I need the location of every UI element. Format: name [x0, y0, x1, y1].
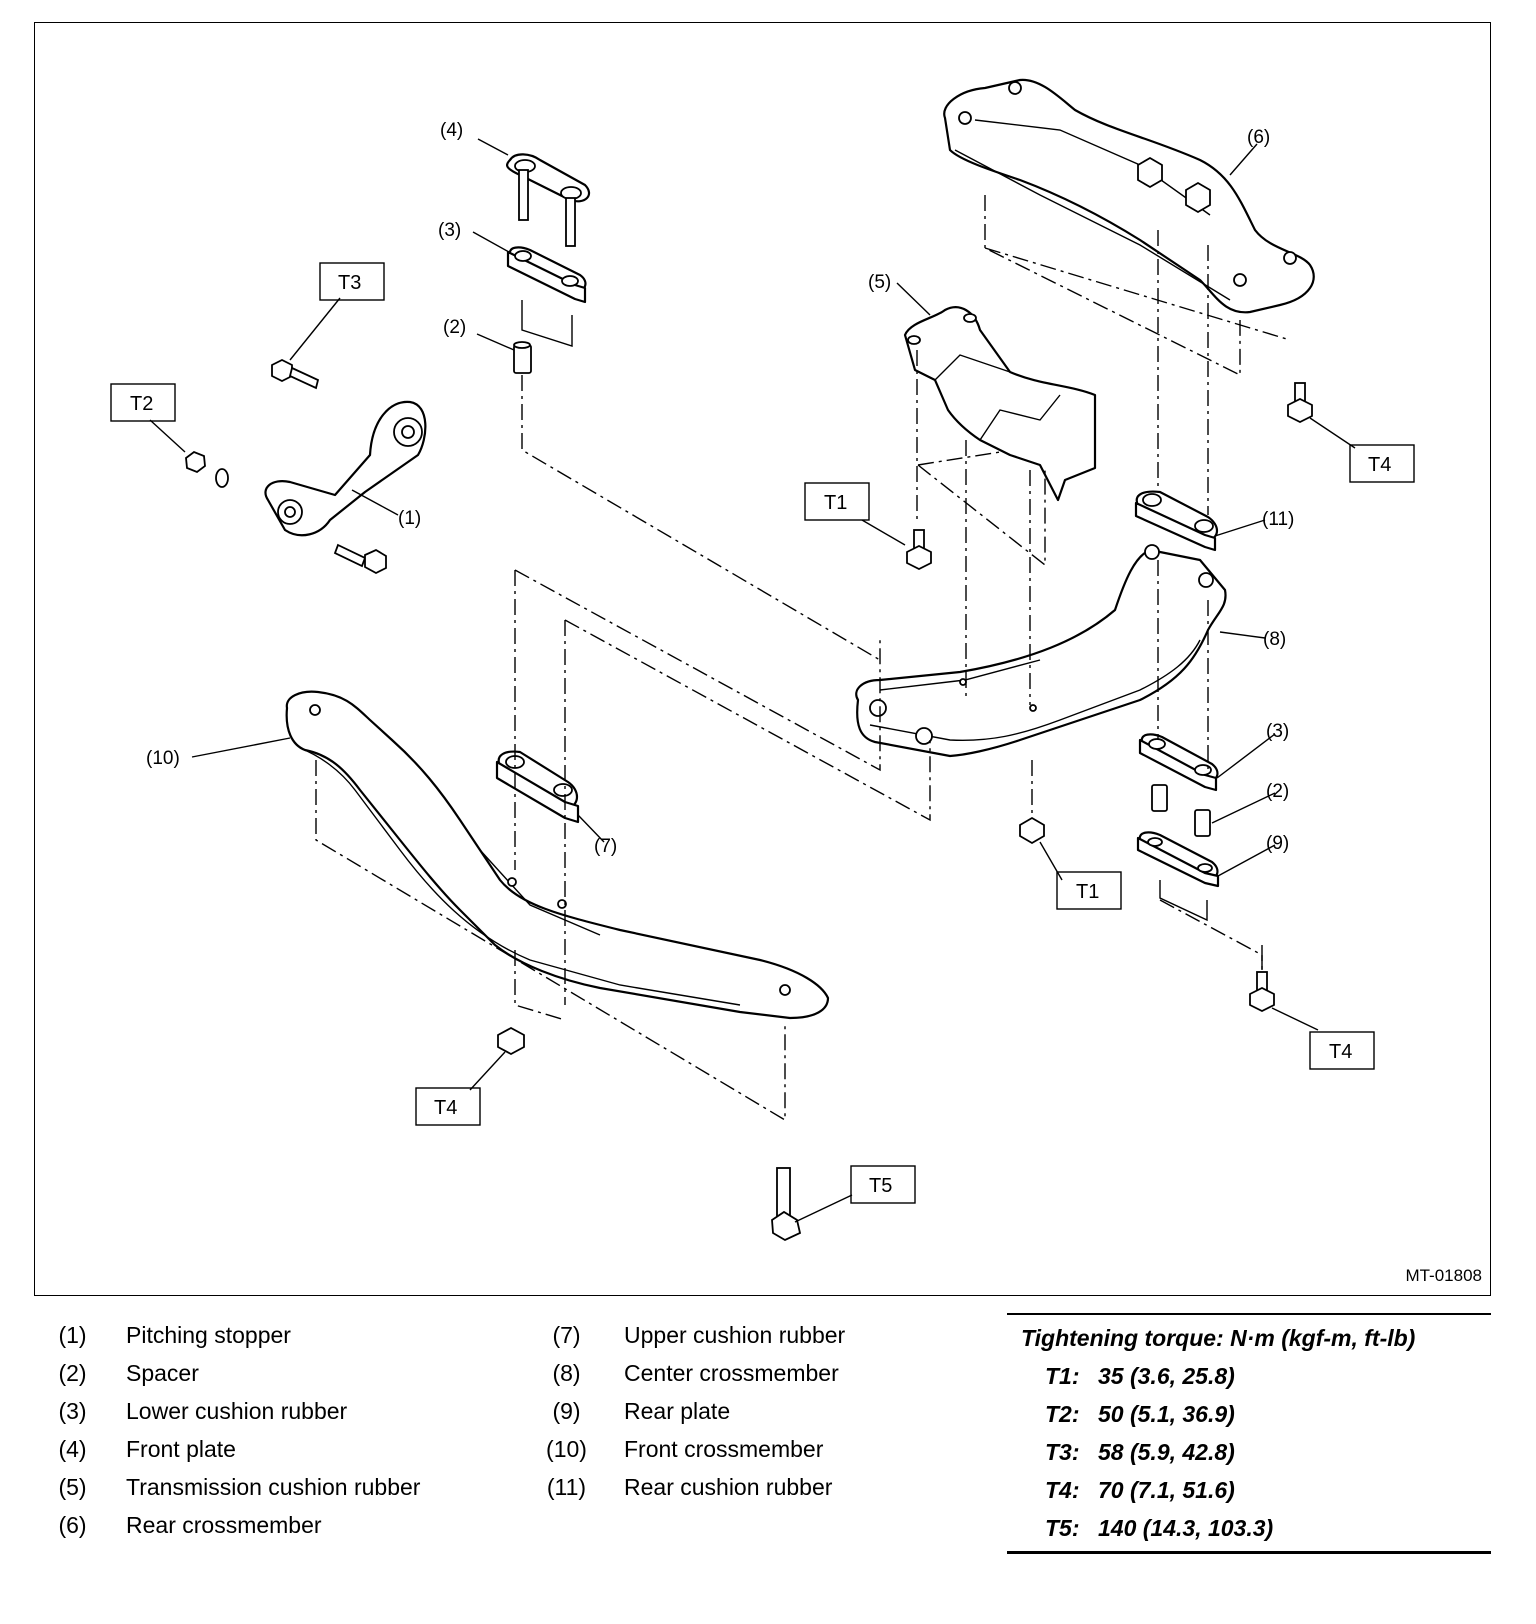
front-plate: [505, 153, 591, 247]
torque-row: T5: 140 (14.3, 103.3): [1021, 1509, 1491, 1547]
callout-11: (11): [1262, 509, 1294, 530]
torque-key: T1:: [1045, 1363, 1080, 1389]
legend-name: Spacer: [126, 1360, 199, 1386]
legend-name: Front plate: [126, 1436, 236, 1462]
torque-tag-t3: T3: [338, 272, 361, 294]
legend-item: (1) Pitching stopper: [45, 1316, 420, 1354]
legend-item: (7) Upper cushion rubber: [533, 1316, 845, 1354]
legend-num: (10): [546, 1436, 587, 1462]
legend-item: (4) Front plate: [45, 1430, 420, 1468]
torque-value: 140 (14.3, 103.3): [1098, 1515, 1274, 1541]
callout-labels: (4) (3) (2) (5) (6) (1) (10) (7) (11) (8…: [146, 120, 1294, 857]
callout-3-upper: (3): [438, 220, 461, 241]
torque-tag-t2: T2: [130, 393, 153, 415]
legend-item: (11) Rear cushion rubber: [533, 1468, 845, 1506]
rear-cushion-rubber: [1134, 490, 1219, 552]
legend-name: Rear cushion rubber: [624, 1474, 833, 1500]
torque-value: 58 (5.9, 42.8): [1098, 1439, 1235, 1465]
legend-num: (8): [552, 1360, 581, 1386]
legend-name: Upper cushion rubber: [624, 1322, 846, 1348]
figure-id: MT-01808: [1405, 1266, 1482, 1285]
callout-10: (10): [146, 748, 180, 769]
torque-key: T3:: [1045, 1439, 1080, 1465]
torque-tag-t4-right: T4: [1329, 1041, 1352, 1063]
torque-key: T2:: [1045, 1401, 1080, 1427]
callout-2-upper: (2): [443, 317, 466, 338]
callout-6: (6): [1247, 127, 1270, 148]
torque-row: T3: 58 (5.9, 42.8): [1021, 1433, 1491, 1471]
torque-table-header: Tightening torque: N·m (kgf-m, ft-lb): [1021, 1325, 1416, 1351]
torque-value: 70 (7.1, 51.6): [1098, 1477, 1235, 1503]
pitching-stopper: [264, 400, 427, 537]
legend-name: Transmission cushion rubber: [126, 1474, 421, 1500]
center-crossmember: [855, 544, 1227, 758]
legend-item: (3) Lower cushion rubber: [45, 1392, 420, 1430]
legend-left: (1) Pitching stopper (2) Spacer (3) Lower c…: [45, 1316, 420, 1544]
torque-tag-t5: T5: [869, 1175, 892, 1197]
torque-tag-t4-left: T4: [434, 1097, 457, 1119]
legend-item: (5) Transmission cushion rubber: [45, 1468, 420, 1506]
rear-crossmember: [943, 78, 1315, 377]
alignment-lines: [315, 230, 1263, 1122]
legend-item: (9) Rear plate: [533, 1392, 845, 1430]
legend-item: (8) Center crossmember: [533, 1354, 845, 1392]
torque-row: T1: 35 (3.6, 25.8): [1021, 1357, 1491, 1395]
transmission-cushion-rubber: [903, 306, 1097, 567]
spacer-right: [1151, 784, 1211, 837]
callout-7: (7): [594, 836, 617, 857]
torque-tag-t4-upper: T4: [1368, 454, 1391, 476]
callout-3-right: (3): [1266, 721, 1289, 742]
legend-name: Center crossmember: [624, 1360, 839, 1386]
leader-lines: [149, 138, 1356, 1223]
callout-1: (1): [398, 508, 421, 529]
legend-num: (9): [552, 1398, 581, 1424]
legend-num: (2): [58, 1360, 87, 1386]
callout-2-right: (2): [1266, 781, 1289, 802]
callout-8: (8): [1263, 629, 1286, 650]
legend-num: (11): [546, 1474, 587, 1500]
torque-tag-t1-upper: T1: [824, 492, 847, 514]
upper-cushion-rubber: [495, 750, 580, 824]
legend-name: Lower cushion rubber: [126, 1398, 348, 1424]
legend-item: (10) Front crossmember: [533, 1430, 845, 1468]
legend-num: (1): [58, 1322, 87, 1348]
legend-num: (5): [58, 1474, 87, 1500]
legend-num: (3): [58, 1398, 87, 1424]
legend-name: Rear crossmember: [126, 1512, 322, 1538]
legend-num: (7): [552, 1322, 581, 1348]
legend-num: (6): [58, 1512, 87, 1538]
callout-4: (4): [440, 120, 463, 141]
callout-9: (9): [1266, 833, 1289, 854]
lower-cushion-rubber-right: [1138, 733, 1219, 792]
rear-plate: [1136, 831, 1220, 922]
torque-tag-t1-lower: T1: [1076, 881, 1099, 903]
lower-cushion-rubber-upper: [506, 246, 587, 347]
torque-key: T5:: [1045, 1515, 1080, 1541]
torque-tags: T3 T2 T1 T4 T1 T4 T4 T5: [110, 262, 1415, 1204]
legend-right: (7) Upper cushion rubber (8) Center crossm…: [533, 1316, 845, 1506]
torque-key: T4:: [1045, 1477, 1080, 1503]
torque-row: T4: 70 (7.1, 51.6): [1021, 1471, 1491, 1509]
torque-value: 35 (3.6, 25.8): [1098, 1363, 1235, 1389]
legend-name: Front crossmember: [624, 1436, 824, 1462]
spacer-upper: [513, 341, 532, 374]
callout-5: (5): [868, 272, 891, 293]
legend-name: Pitching stopper: [126, 1322, 291, 1348]
legend-item: (6) Rear crossmember: [45, 1506, 420, 1544]
diagram-frame: [34, 22, 1491, 1296]
fasteners: [185, 358, 1313, 1242]
torque-table: Tightening torque: N·m (kgf-m, ft-lb) T1…: [1007, 1313, 1491, 1554]
torque-row: T2: 50 (5.1, 36.9): [1021, 1395, 1491, 1433]
legend-item: (2) Spacer: [45, 1354, 420, 1392]
legend-num: (4): [58, 1436, 87, 1462]
legend-name: Rear plate: [624, 1398, 731, 1424]
front-crossmember: [285, 690, 830, 1020]
torque-value: 50 (5.1, 36.9): [1098, 1401, 1235, 1427]
